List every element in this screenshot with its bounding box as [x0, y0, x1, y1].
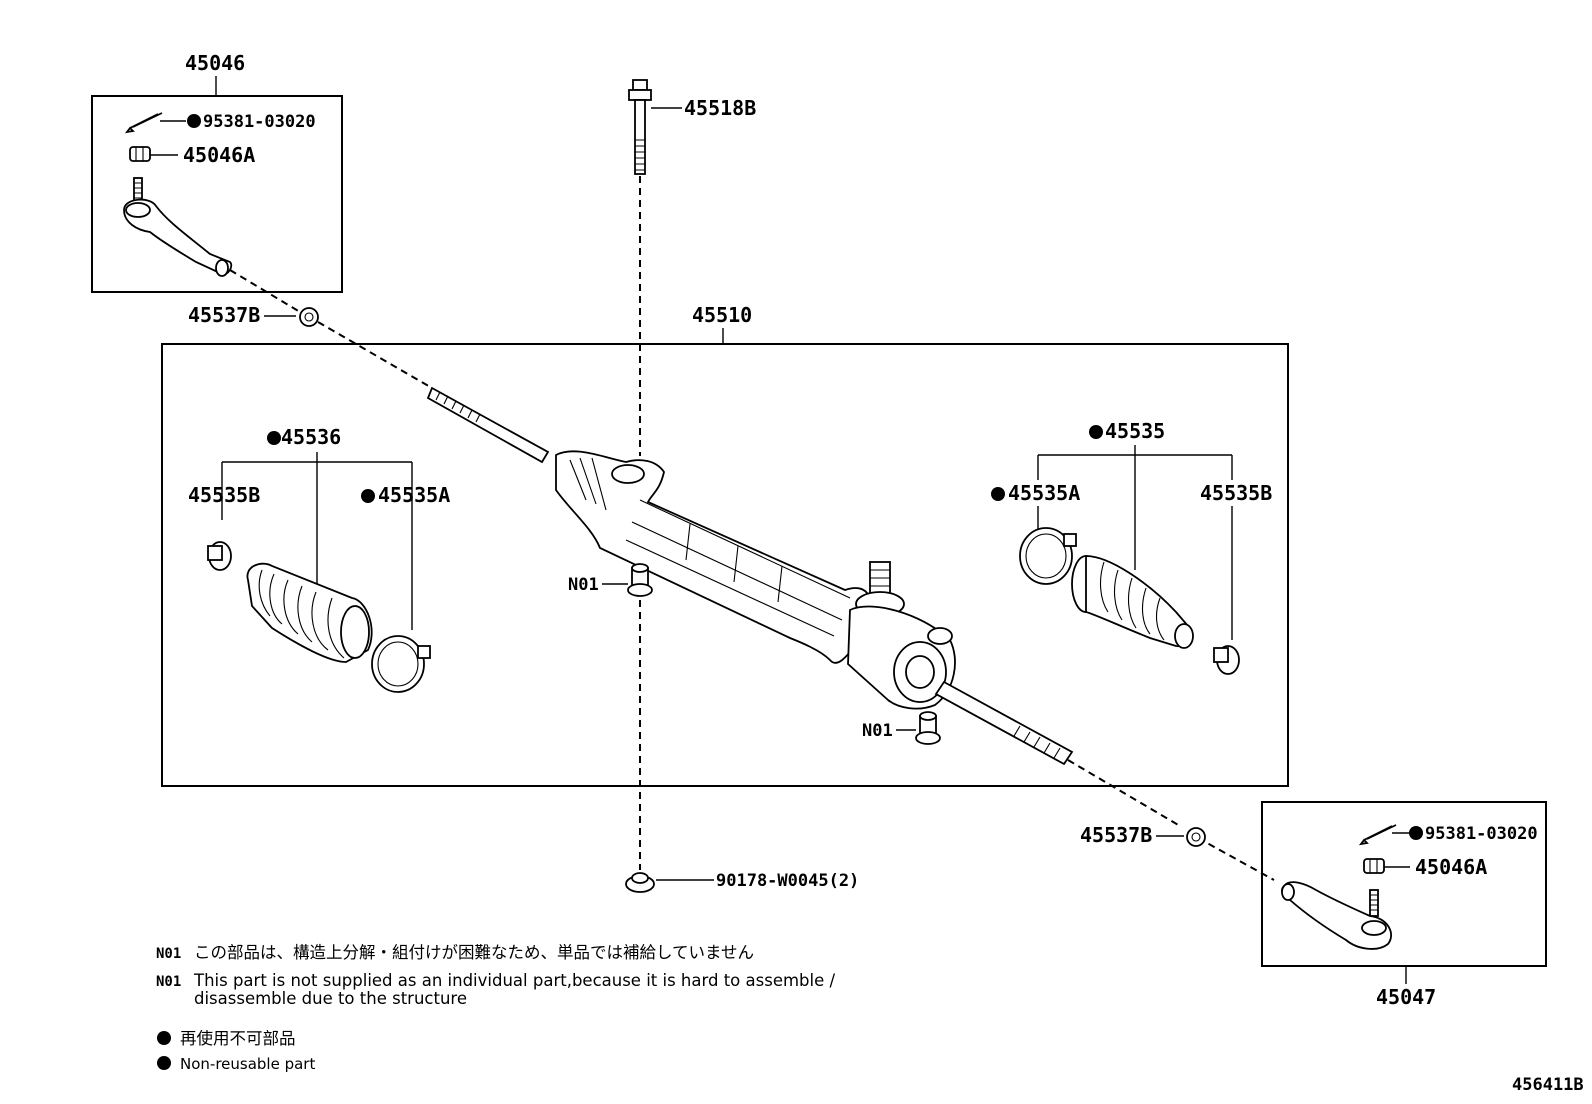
washer-nut-group[interactable]: 90178-W0045(2) [625, 871, 859, 893]
label-95381-03020-right: 95381-03020 [1425, 824, 1538, 844]
clip-large-right-icon [1019, 527, 1077, 585]
bolt-icon [628, 79, 652, 175]
lock-nut-left-group[interactable]: 45537B [188, 303, 319, 327]
non-reusable-dot-icon [991, 487, 1005, 501]
label-45046: 45046 [185, 51, 245, 75]
clip-small-left-icon [207, 541, 232, 571]
lock-nut-right-icon [1186, 827, 1206, 847]
label-n01-left: N01 [568, 575, 599, 595]
label-45537B-left: 45537B [188, 303, 260, 327]
bolt-group[interactable]: 45518B [628, 79, 756, 175]
boot-left-icon [246, 562, 373, 663]
note-nonreuse-en: Non-reusable part [180, 1055, 315, 1073]
non-reusable-dot-icon [361, 489, 375, 503]
tie-rod-end-left-box [91, 95, 343, 293]
sleeve-nut-icon [915, 711, 941, 745]
assembly-line-diag-2 [317, 321, 433, 389]
label-45537B-right: 45537B [1080, 823, 1152, 847]
n01-nut-right[interactable]: N01 [862, 711, 941, 745]
note-n01-en-line1: This part is not supplied as an individu… [193, 971, 835, 990]
label-45535B-left: 45535B [188, 483, 260, 507]
clip-small-right-icon [1213, 645, 1240, 675]
steering-rack-box [161, 343, 1289, 787]
label-n01-right: N01 [862, 721, 893, 741]
note-n01-code-jp: N01 [156, 946, 181, 962]
assembly-line-diag-3 [1067, 759, 1181, 827]
clip-large-left-icon [371, 635, 431, 693]
tie-rod-end-right-icon [1281, 881, 1392, 950]
sleeve-nut-icon [627, 563, 653, 597]
non-reusable-dot-icon [187, 114, 201, 128]
non-reusable-dot-icon [1409, 826, 1423, 840]
label-45046A-right: 45046A [1415, 855, 1487, 879]
steering-rack-icon [426, 386, 1074, 766]
note-n01-code-en: N01 [156, 974, 181, 990]
diagram-id: 456411B [1512, 1075, 1584, 1095]
castle-nut-icon [1363, 858, 1385, 874]
non-reusable-dot-icon [157, 1056, 171, 1070]
label-45047: 45047 [1376, 985, 1436, 1009]
label-45046A-left: 45046A [183, 143, 255, 167]
label-45535A-left: 45535A [378, 483, 450, 507]
note-n01-en-line2: disassemble due to the structure [194, 989, 467, 1008]
n01-nut-left[interactable]: N01 [568, 563, 653, 597]
label-45536: 45536 [281, 425, 341, 449]
non-reusable-dot-icon [267, 431, 281, 445]
cotter-pin-icon [1358, 824, 1397, 846]
lock-nut-left-icon [299, 307, 319, 327]
label-95381-03020-left: 95381-03020 [203, 112, 316, 132]
boot-right-icon [1071, 555, 1194, 649]
tie-rod-end-right-box [1261, 801, 1547, 967]
tie-rod-end-right-group[interactable]: 95381-03020 45046A 45047 [1261, 801, 1547, 1009]
lock-nut-right-group[interactable]: 45537B [1080, 823, 1206, 847]
label-45518B: 45518B [684, 96, 756, 120]
label-45510: 45510 [692, 303, 752, 327]
non-reusable-dot-icon [157, 1031, 171, 1045]
tie-rod-end-left-group[interactable]: 45046 95381-03020 45046A [91, 51, 343, 293]
label-45535: 45535 [1105, 419, 1165, 443]
tie-rod-end-left-icon [123, 177, 233, 277]
notes-block: N01 この部品は、構造上分解・組付けが困難なため、単品では補給していません N… [156, 943, 835, 1073]
note-n01-jp: この部品は、構造上分解・組付けが困難なため、単品では補給していません [194, 943, 754, 962]
assembly-line-diag-1 [229, 269, 301, 313]
castle-nut-icon [129, 146, 151, 162]
non-reusable-dot-icon [1089, 425, 1103, 439]
label-45535B-right: 45535B [1200, 481, 1272, 505]
note-nonreuse-jp: 再使用不可部品 [180, 1029, 296, 1048]
label-45535A-right: 45535A [1008, 481, 1080, 505]
washer-nut-icon [625, 872, 655, 893]
steering-rack-group[interactable]: 45510 4553 [161, 303, 1289, 787]
cotter-pin-icon [124, 112, 163, 134]
label-90178-W0045: 90178-W0045(2) [716, 871, 859, 891]
